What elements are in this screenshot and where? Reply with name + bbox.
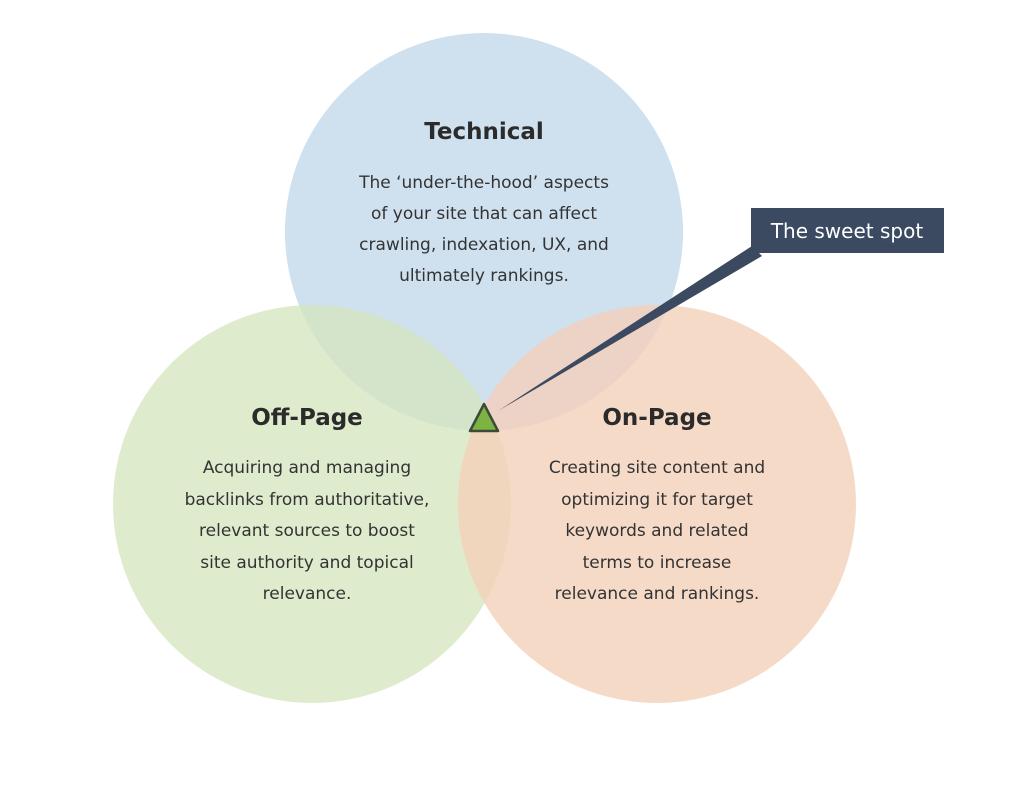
offpage-circle [113, 305, 511, 703]
offpage-title: Off-Page [251, 405, 363, 431]
onpage-line-2: optimizing it for target [561, 490, 753, 510]
onpage-line-1: Creating site content and [549, 458, 765, 478]
onpage-circle [458, 305, 856, 703]
callout-pointer-line [498, 246, 762, 411]
onpage-title: On-Page [602, 405, 711, 431]
callout-box [751, 208, 944, 253]
offpage-line-1: Acquiring and managing [203, 458, 411, 478]
onpage-line-3: keywords and related [565, 521, 748, 541]
offpage-line-5: relevance. [263, 584, 352, 604]
offpage-line-3: relevant sources to boost [199, 521, 415, 541]
onpage-line-4: terms to increase [583, 553, 732, 573]
technical-line-2: of your site that can affect [371, 204, 597, 224]
technical-line-4: ultimately rankings. [399, 266, 569, 286]
offpage-line-2: backlinks from authoritative, [185, 490, 430, 510]
onpage-line-5: relevance and rankings. [555, 584, 760, 604]
sweet-spot-marker-icon [468, 402, 500, 433]
offpage-line-4: site authority and topical [200, 553, 413, 573]
callout-label: The sweet spot [770, 219, 923, 243]
technical-line-3: crawling, indexation, UX, and [359, 235, 609, 255]
technical-title: Technical [424, 119, 544, 145]
technical-line-1: The ‘under-the-hood’ aspects [358, 173, 609, 193]
